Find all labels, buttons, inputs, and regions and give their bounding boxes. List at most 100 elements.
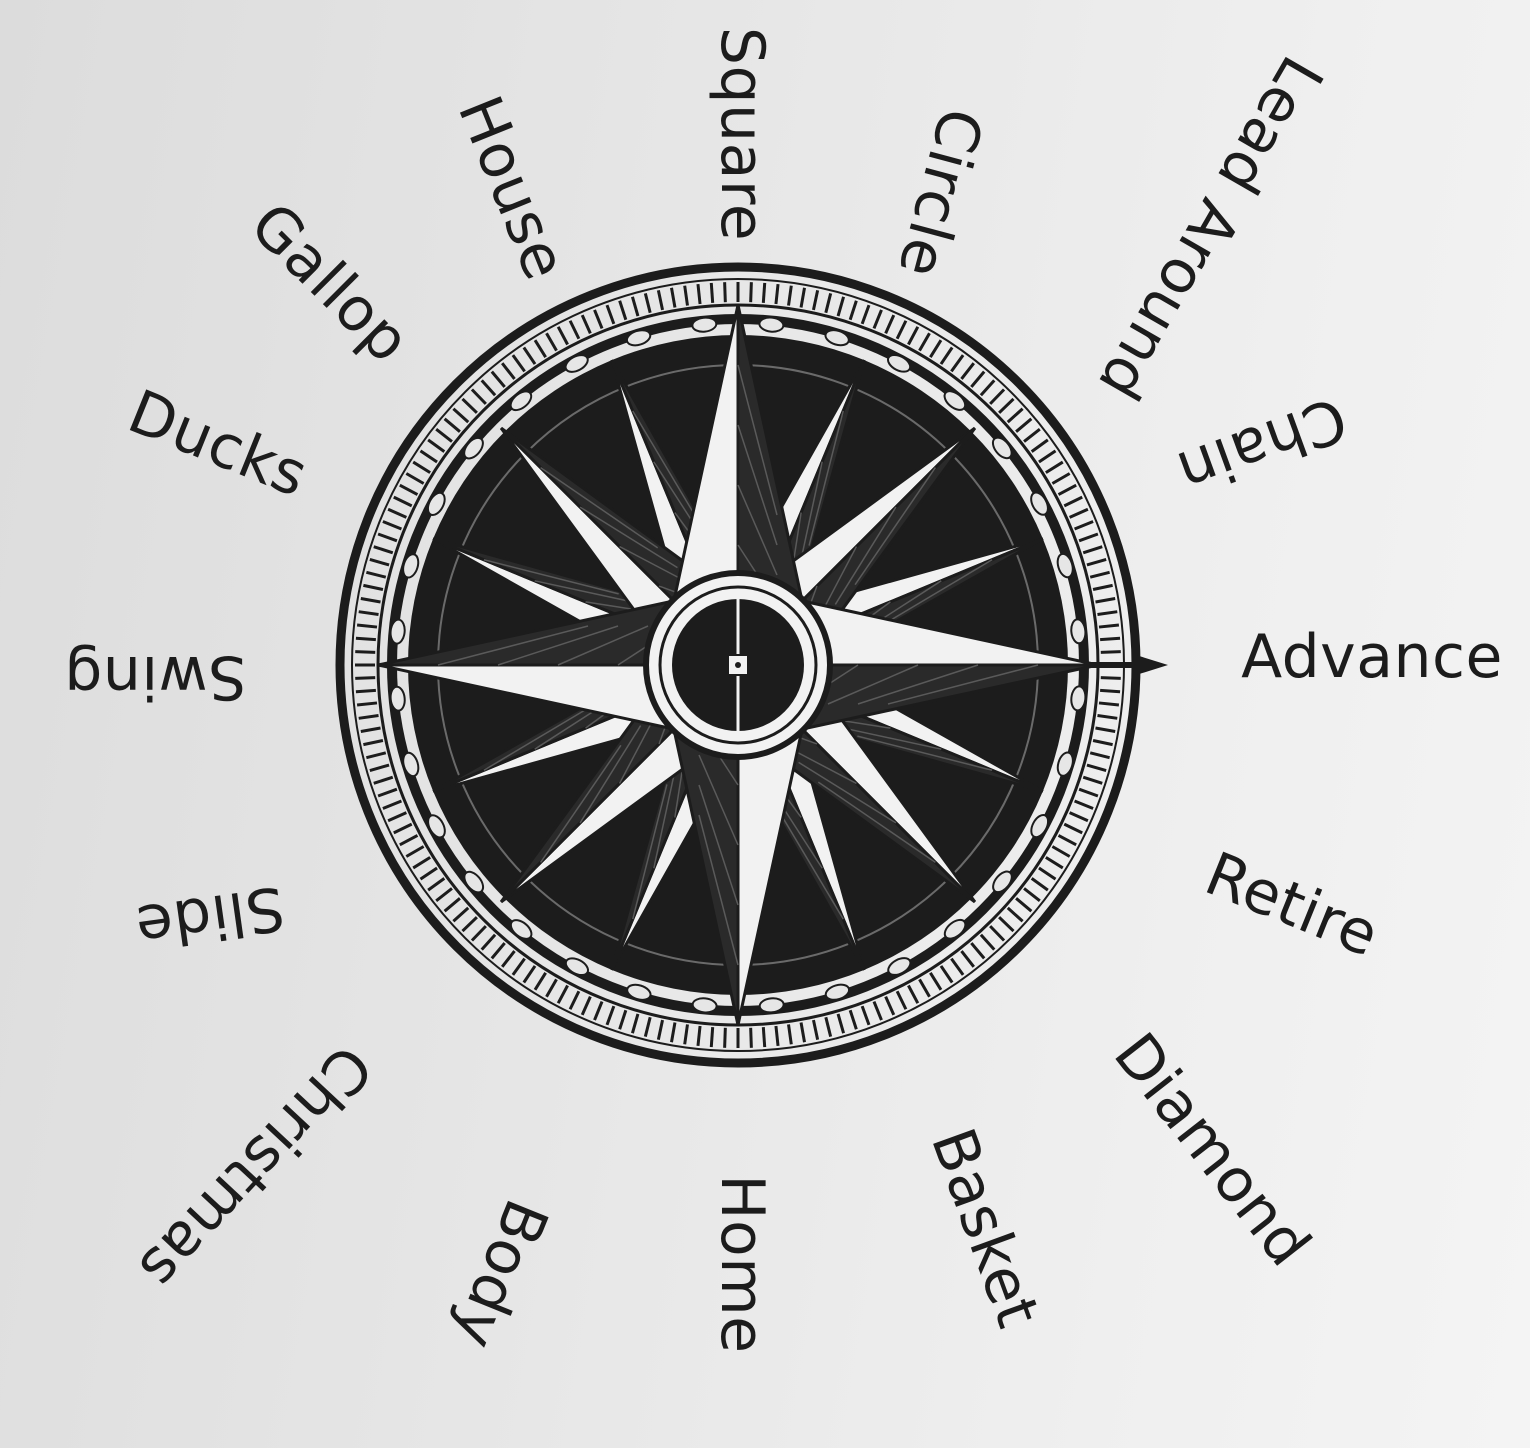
rim-tick bbox=[358, 610, 379, 616]
scallop-ornament bbox=[402, 751, 420, 778]
rim-tick bbox=[696, 283, 702, 305]
label-basket: Basket bbox=[917, 1119, 1053, 1337]
rim-tick bbox=[412, 856, 431, 870]
rim-tick bbox=[1074, 799, 1094, 810]
rim-tick bbox=[1098, 701, 1120, 707]
scallop-ornament bbox=[1030, 491, 1049, 516]
rim-tick bbox=[630, 1013, 640, 1034]
rim-tick bbox=[1038, 449, 1057, 464]
scallop-ornament bbox=[625, 329, 652, 347]
rim-tick bbox=[723, 282, 727, 303]
rim-tick bbox=[761, 1027, 767, 1048]
rim-tick bbox=[884, 996, 896, 1016]
label-chain: Chain bbox=[1168, 382, 1356, 508]
scallop-ornament bbox=[1056, 552, 1074, 579]
scallop-ornament bbox=[691, 997, 718, 1014]
rim-tick bbox=[761, 282, 767, 303]
rim-tick bbox=[366, 570, 387, 579]
rim-tick bbox=[860, 304, 871, 325]
rim-tick bbox=[387, 811, 407, 823]
rim-tick bbox=[470, 388, 487, 405]
rim-tick bbox=[979, 379, 996, 397]
rim-tick bbox=[461, 916, 478, 933]
rim-tick bbox=[643, 1016, 652, 1037]
scallop-ornament bbox=[509, 390, 533, 412]
label-gallop: Gallop bbox=[236, 189, 424, 377]
label-home: Home bbox=[707, 1174, 777, 1354]
rim-tick bbox=[723, 1027, 727, 1048]
scallop-ornament bbox=[463, 870, 485, 894]
scallop-ornament bbox=[564, 354, 589, 373]
star-hatching bbox=[698, 784, 739, 906]
rim-tick bbox=[355, 650, 376, 654]
rim-tick bbox=[580, 996, 592, 1016]
rim-tick bbox=[1092, 739, 1113, 747]
rim-tick bbox=[363, 739, 384, 747]
rim-tick bbox=[709, 282, 715, 303]
rim-tick bbox=[435, 428, 453, 443]
rim-tick bbox=[605, 1005, 616, 1026]
rim-tick bbox=[1092, 583, 1113, 591]
rim-tick bbox=[1086, 557, 1107, 567]
rim-tick bbox=[907, 326, 920, 346]
rim-tick bbox=[490, 370, 506, 388]
rim-tick bbox=[419, 449, 438, 464]
label-slide: Slide bbox=[131, 871, 289, 963]
rim-tick bbox=[1095, 726, 1116, 733]
rim-tick bbox=[749, 1027, 753, 1048]
east-pointer-arrowhead bbox=[1136, 655, 1168, 675]
rim-tick bbox=[836, 296, 846, 317]
rim-tick bbox=[683, 285, 689, 306]
rim-tick bbox=[683, 1024, 689, 1045]
star-hatching bbox=[827, 664, 919, 705]
rim-tick bbox=[382, 799, 402, 810]
rim-tick bbox=[1069, 507, 1089, 519]
star-hatching bbox=[437, 625, 589, 666]
rim-tick bbox=[480, 933, 497, 951]
scallop-ornament bbox=[691, 316, 718, 333]
star-hatching bbox=[579, 506, 678, 569]
star-hatching bbox=[737, 424, 778, 546]
rim-tick bbox=[670, 1022, 677, 1043]
rim-tick bbox=[950, 957, 965, 976]
rim-tick bbox=[696, 1025, 702, 1047]
rim-tick bbox=[799, 1022, 806, 1043]
rim-tick bbox=[382, 520, 402, 531]
label-diamond: Diamond bbox=[1099, 1020, 1325, 1280]
scallop-ornament bbox=[426, 491, 446, 517]
star-hatching bbox=[539, 744, 622, 863]
rim-tick bbox=[709, 1027, 715, 1048]
rim-tick bbox=[1074, 520, 1094, 531]
rim-tick bbox=[556, 984, 569, 1004]
rim-tick bbox=[427, 438, 446, 453]
scallop-ornament bbox=[564, 957, 590, 977]
scallop-ornament bbox=[887, 957, 912, 976]
rim-tick bbox=[1045, 856, 1064, 870]
rim-tick bbox=[960, 950, 975, 968]
rim-tick bbox=[1082, 545, 1103, 555]
center-hub-ring bbox=[658, 585, 818, 745]
rim-tick bbox=[1030, 877, 1049, 892]
rim-tick bbox=[399, 834, 419, 847]
rim-tick bbox=[545, 332, 558, 352]
rim-tick bbox=[452, 906, 470, 923]
rim-tick bbox=[405, 845, 425, 858]
rim-tick bbox=[939, 965, 954, 984]
star-hatching bbox=[497, 625, 619, 666]
star-hatching bbox=[698, 754, 739, 846]
rim-tick bbox=[360, 597, 381, 604]
star-hatching bbox=[737, 364, 778, 516]
star-hatching bbox=[632, 784, 668, 920]
rim-tick bbox=[824, 1016, 833, 1037]
label-circle: Circle bbox=[883, 101, 997, 285]
rim-tick bbox=[355, 636, 376, 642]
label-retire: Retire bbox=[1195, 838, 1389, 972]
rim-tick bbox=[461, 397, 478, 414]
star-hatching bbox=[834, 506, 897, 605]
scallop-ornament bbox=[1030, 813, 1050, 839]
rim-tick bbox=[1051, 845, 1071, 858]
rim-tick bbox=[605, 304, 616, 325]
rim-tick bbox=[670, 287, 677, 308]
rim-tick bbox=[452, 407, 470, 424]
rim-tick bbox=[443, 897, 461, 913]
